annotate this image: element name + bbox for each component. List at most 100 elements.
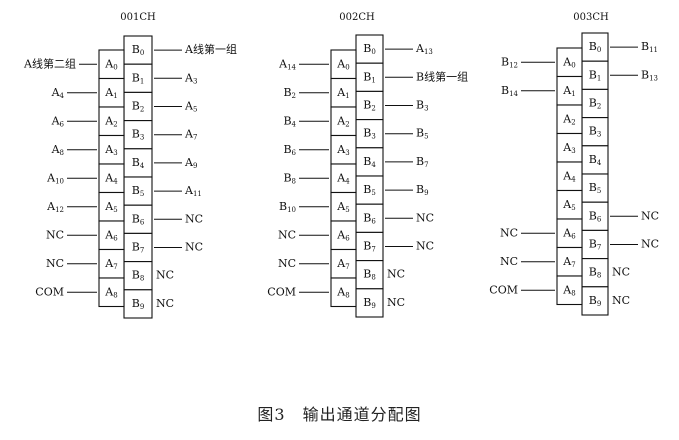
left-port-label: NC	[278, 257, 296, 270]
b-cell-label: B0	[589, 40, 602, 54]
b-cell-label: B7	[589, 238, 602, 252]
b-cell-label: B5	[132, 184, 145, 198]
left-port-label: A8	[51, 143, 64, 157]
b-cell-label: B3	[363, 127, 376, 141]
b-cell-label: B9	[589, 294, 602, 308]
right-port-label: NC	[612, 294, 630, 307]
right-port-label: NC	[387, 268, 405, 281]
a-cell-label: A4	[104, 171, 118, 185]
a-cell	[330, 277, 357, 308]
b-cell-label: B7	[132, 241, 145, 255]
a-cell-label: A3	[562, 141, 575, 155]
left-port-label: B6	[283, 143, 296, 157]
b-cell-label: B6	[589, 209, 602, 223]
b-cell-label: B8	[363, 268, 376, 282]
a-cell-label: A0	[104, 57, 117, 71]
left-port-label: A10	[46, 171, 64, 185]
right-port-label: A9	[184, 156, 197, 170]
a-cell	[556, 161, 583, 192]
left-port-label: B2	[283, 86, 296, 100]
b-cell-label: B8	[132, 269, 145, 283]
b-cell	[123, 204, 153, 234]
left-port-label: A14	[278, 57, 296, 71]
a-cell-label: A2	[562, 112, 575, 126]
b-cell	[123, 91, 153, 122]
a-cell	[330, 248, 357, 279]
right-port-label: NC	[156, 297, 174, 310]
a-cell	[98, 277, 125, 308]
a-cell-label: A4	[336, 171, 350, 185]
a-cell-label: A4	[562, 169, 576, 183]
b-cell-label: B7	[363, 240, 376, 254]
b-cell	[581, 201, 609, 231]
right-port-label: A线第一组	[184, 42, 237, 56]
a-cell	[330, 191, 357, 222]
a-cell	[330, 163, 357, 194]
channel-3: 003CHB0B1B2B3B4B5B6B7B8B9A0A1A2A3A4A5A6A…	[489, 12, 659, 316]
b-cell	[123, 232, 153, 263]
b-cell-label: B0	[132, 43, 145, 57]
b-cell	[355, 260, 384, 290]
a-cell-label: A3	[104, 143, 117, 157]
b-cell-label: B1	[132, 71, 145, 85]
b-cell	[355, 147, 384, 177]
a-cell	[330, 220, 357, 251]
b-cell-label: B6	[363, 211, 376, 225]
b-cell-label: B9	[363, 296, 376, 310]
left-port-label: B14	[501, 84, 519, 98]
b-cell-label: B3	[589, 125, 602, 139]
left-port-label: A12	[46, 200, 64, 214]
right-port-label: B3	[416, 99, 429, 113]
a-cell	[98, 163, 125, 194]
left-port-label: B4	[283, 114, 296, 128]
b-cell-label: B1	[589, 68, 602, 82]
right-port-label: NC	[387, 296, 405, 309]
left-port-label: COM	[489, 283, 518, 296]
channel-1: 001CHB0B1B2B3B4B5B6B7B8B9A0A1A2A3A4A5A6A…	[23, 12, 237, 319]
right-port-label: NC	[612, 266, 630, 279]
a-cell-label: A1	[336, 86, 349, 100]
a-cell	[98, 134, 125, 165]
a-cell-label: A6	[104, 228, 118, 242]
a-cell-label: A0	[336, 57, 349, 71]
a-cell-label: A5	[104, 200, 117, 214]
a-cell	[330, 106, 357, 137]
right-port-label: NC	[641, 238, 659, 251]
right-port-label: NC	[416, 240, 434, 253]
left-port-label: COM	[35, 285, 64, 298]
a-cell	[98, 248, 125, 279]
a-cell-label: A8	[562, 283, 575, 297]
figure-caption: 图3 输出通道分配图	[257, 405, 422, 424]
right-port-label: NC	[641, 209, 659, 222]
left-port-label: A4	[51, 86, 65, 100]
a-cell-label: A5	[562, 198, 575, 212]
a-cell-label: A3	[336, 143, 349, 157]
b-cell-label: B0	[363, 42, 376, 56]
b-cell-label: B8	[589, 266, 602, 280]
channel-title: 003CH	[573, 12, 609, 23]
b-cell	[123, 63, 153, 93]
right-port-label: NC	[185, 212, 203, 225]
right-port-label: B线第一组	[416, 69, 468, 83]
b-cell	[581, 60, 609, 90]
right-port-label: B7	[416, 155, 429, 169]
a-cell	[330, 77, 357, 108]
right-port-label: A11	[184, 184, 202, 198]
b-cell-label: B2	[589, 97, 602, 111]
a-cell-label: A7	[104, 257, 117, 271]
b-cell-label: B2	[363, 99, 376, 113]
a-cell-label: A6	[336, 228, 350, 242]
channel-title: 002CH	[339, 12, 375, 23]
left-port-label: NC	[500, 255, 518, 268]
b-cell	[355, 34, 384, 64]
right-port-label: NC	[156, 269, 174, 282]
b-cell	[581, 88, 609, 119]
b-cell-label: B6	[132, 212, 145, 226]
right-port-label: B11	[641, 40, 658, 54]
right-port-label: B5	[416, 127, 429, 141]
left-port-label: NC	[46, 257, 64, 270]
right-port-label: B9	[416, 183, 429, 197]
left-port-label: NC	[500, 226, 518, 239]
a-cell-label: A1	[562, 84, 575, 98]
a-cell	[556, 275, 583, 306]
